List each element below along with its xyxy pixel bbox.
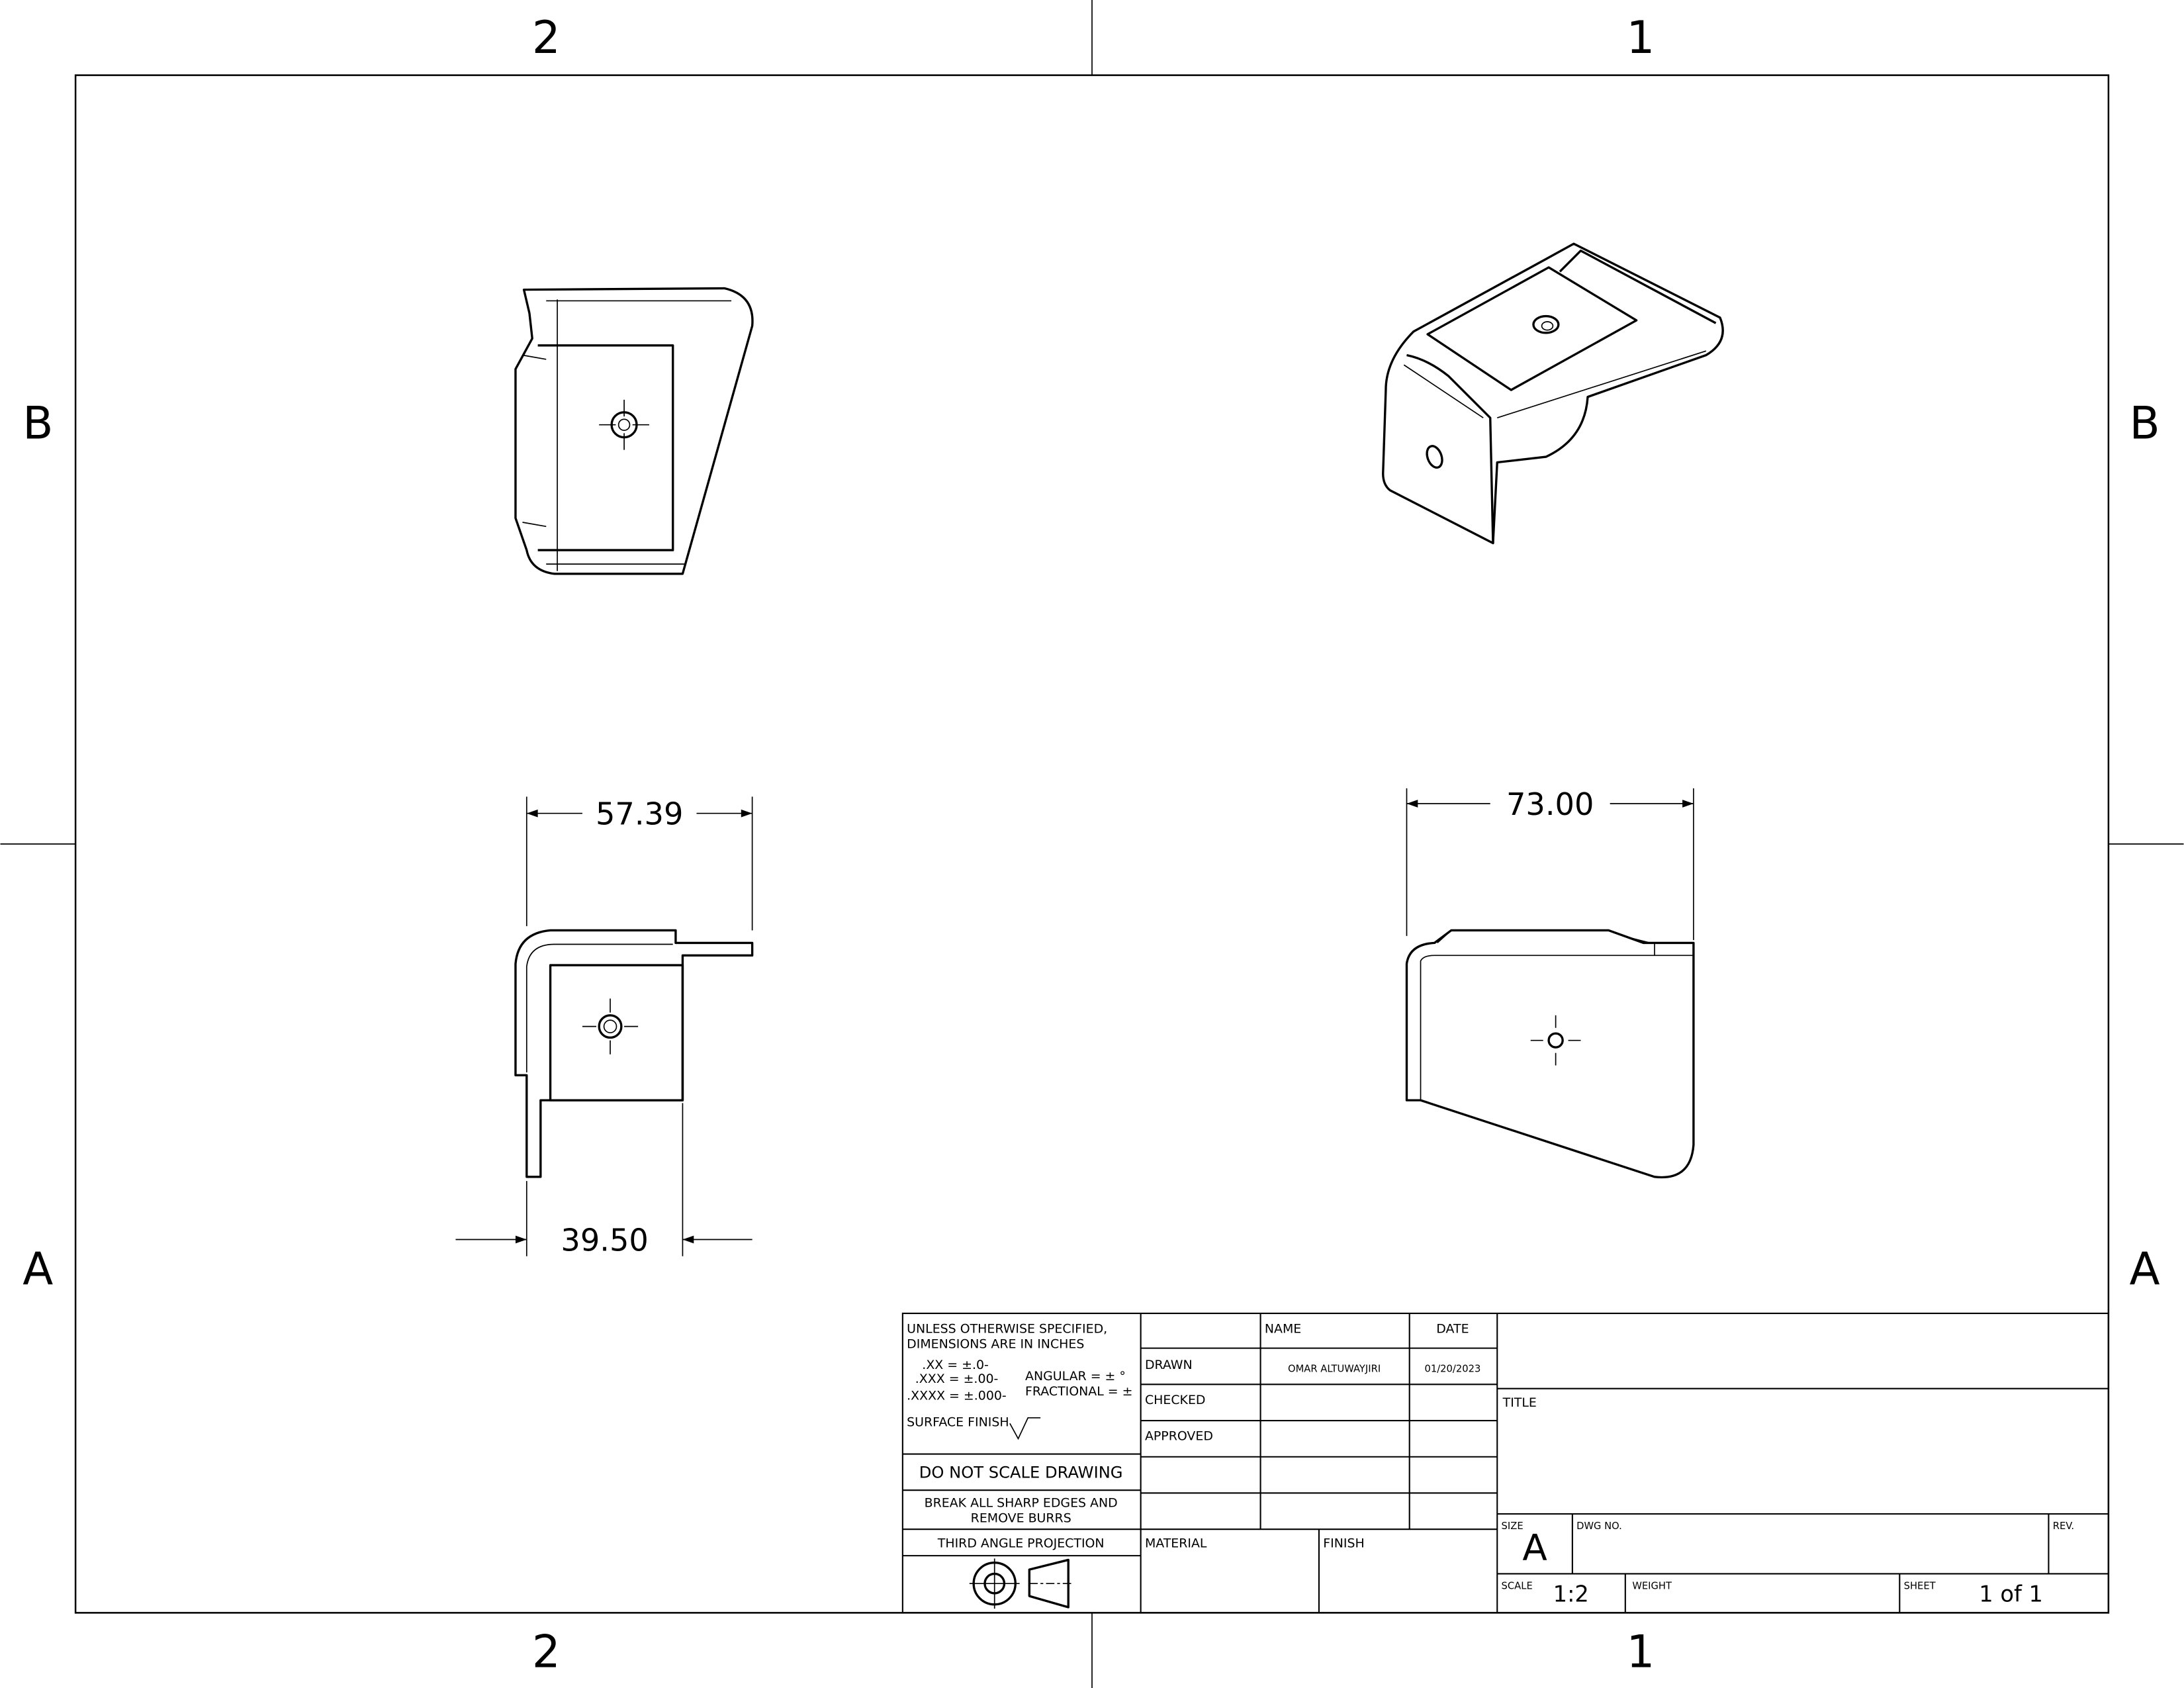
title-label: TITLE: [1502, 1395, 1537, 1410]
scale-value: 1:2: [1553, 1581, 1589, 1607]
break-edges-note-1: BREAK ALL SHARP EDGES AND: [925, 1495, 1118, 1510]
sheet-value: 1 of 1: [1979, 1581, 2043, 1607]
surface-finish-symbol: [1009, 1417, 1041, 1440]
date-header: DATE: [1436, 1321, 1469, 1336]
size-value: A: [1522, 1526, 1547, 1568]
side-view: [1405, 788, 1695, 1179]
note-unless-specified: UNLESS OTHERWISE SPECIFIED,: [907, 1321, 1107, 1336]
third-angle-projection-icon: [969, 1558, 1071, 1609]
rev-label: REV.: [2053, 1521, 2074, 1532]
zone-label-bottom-2: 2: [532, 1626, 561, 1677]
zone-label-right-B: B: [2130, 398, 2160, 449]
dimension-39-50: 39.50: [561, 1222, 648, 1258]
tolerance-xxxx: .XXXX = ±.000-: [907, 1388, 1007, 1403]
size-label: SIZE: [1502, 1521, 1524, 1532]
note-dimensions-inches: DIMENSIONS ARE IN INCHES: [907, 1337, 1084, 1352]
checked-label: CHECKED: [1145, 1393, 1206, 1407]
zone-label-left-A: A: [23, 1243, 53, 1295]
weight-label: WEIGHT: [1632, 1581, 1672, 1592]
top-view: [514, 287, 754, 575]
drawn-label: DRAWN: [1145, 1358, 1193, 1372]
tolerance-fractional: FRACTIONAL = ±: [1025, 1384, 1133, 1399]
name-header: NAME: [1265, 1321, 1301, 1336]
zone-label-bottom-1: 1: [1627, 1626, 1655, 1677]
dimension-73-00: 73.00: [1506, 786, 1594, 822]
dwg-no-label: DWG NO.: [1576, 1521, 1622, 1532]
zone-label-top-1: 1: [1627, 12, 1655, 64]
drawn-name: OMAR ALTUWAYJIRI: [1288, 1363, 1381, 1374]
zone-label-left-B: B: [23, 398, 53, 449]
finish-label: FINISH: [1323, 1536, 1364, 1551]
dimension-57-39: 57.39: [596, 796, 683, 832]
material-label: MATERIAL: [1145, 1536, 1207, 1551]
break-edges-note-2: REMOVE BURRS: [971, 1511, 1071, 1526]
title-block: [901, 1312, 2109, 1614]
tolerance-xx: .XX = ±.0-: [922, 1358, 989, 1372]
tolerance-angular: ANGULAR = ± °: [1025, 1369, 1126, 1383]
projection-label: THIRD ANGLE PROJECTION: [937, 1536, 1105, 1551]
do-not-scale-note: DO NOT SCALE DRAWING: [919, 1463, 1123, 1481]
surface-finish-label: SURFACE FINISH: [907, 1415, 1009, 1429]
zone-label-top-2: 2: [532, 12, 561, 64]
isometric-view: [1382, 242, 1724, 545]
drawn-date: 01/20/2023: [1425, 1363, 1481, 1374]
tolerance-xxx: .XXX = ±.00-: [915, 1372, 999, 1386]
front-view: [455, 796, 754, 1256]
scale-label: SCALE: [1502, 1581, 1533, 1592]
zone-label-right-A: A: [2130, 1243, 2160, 1295]
approved-label: APPROVED: [1145, 1429, 1213, 1443]
sheet-label: SHEET: [1904, 1581, 1936, 1592]
